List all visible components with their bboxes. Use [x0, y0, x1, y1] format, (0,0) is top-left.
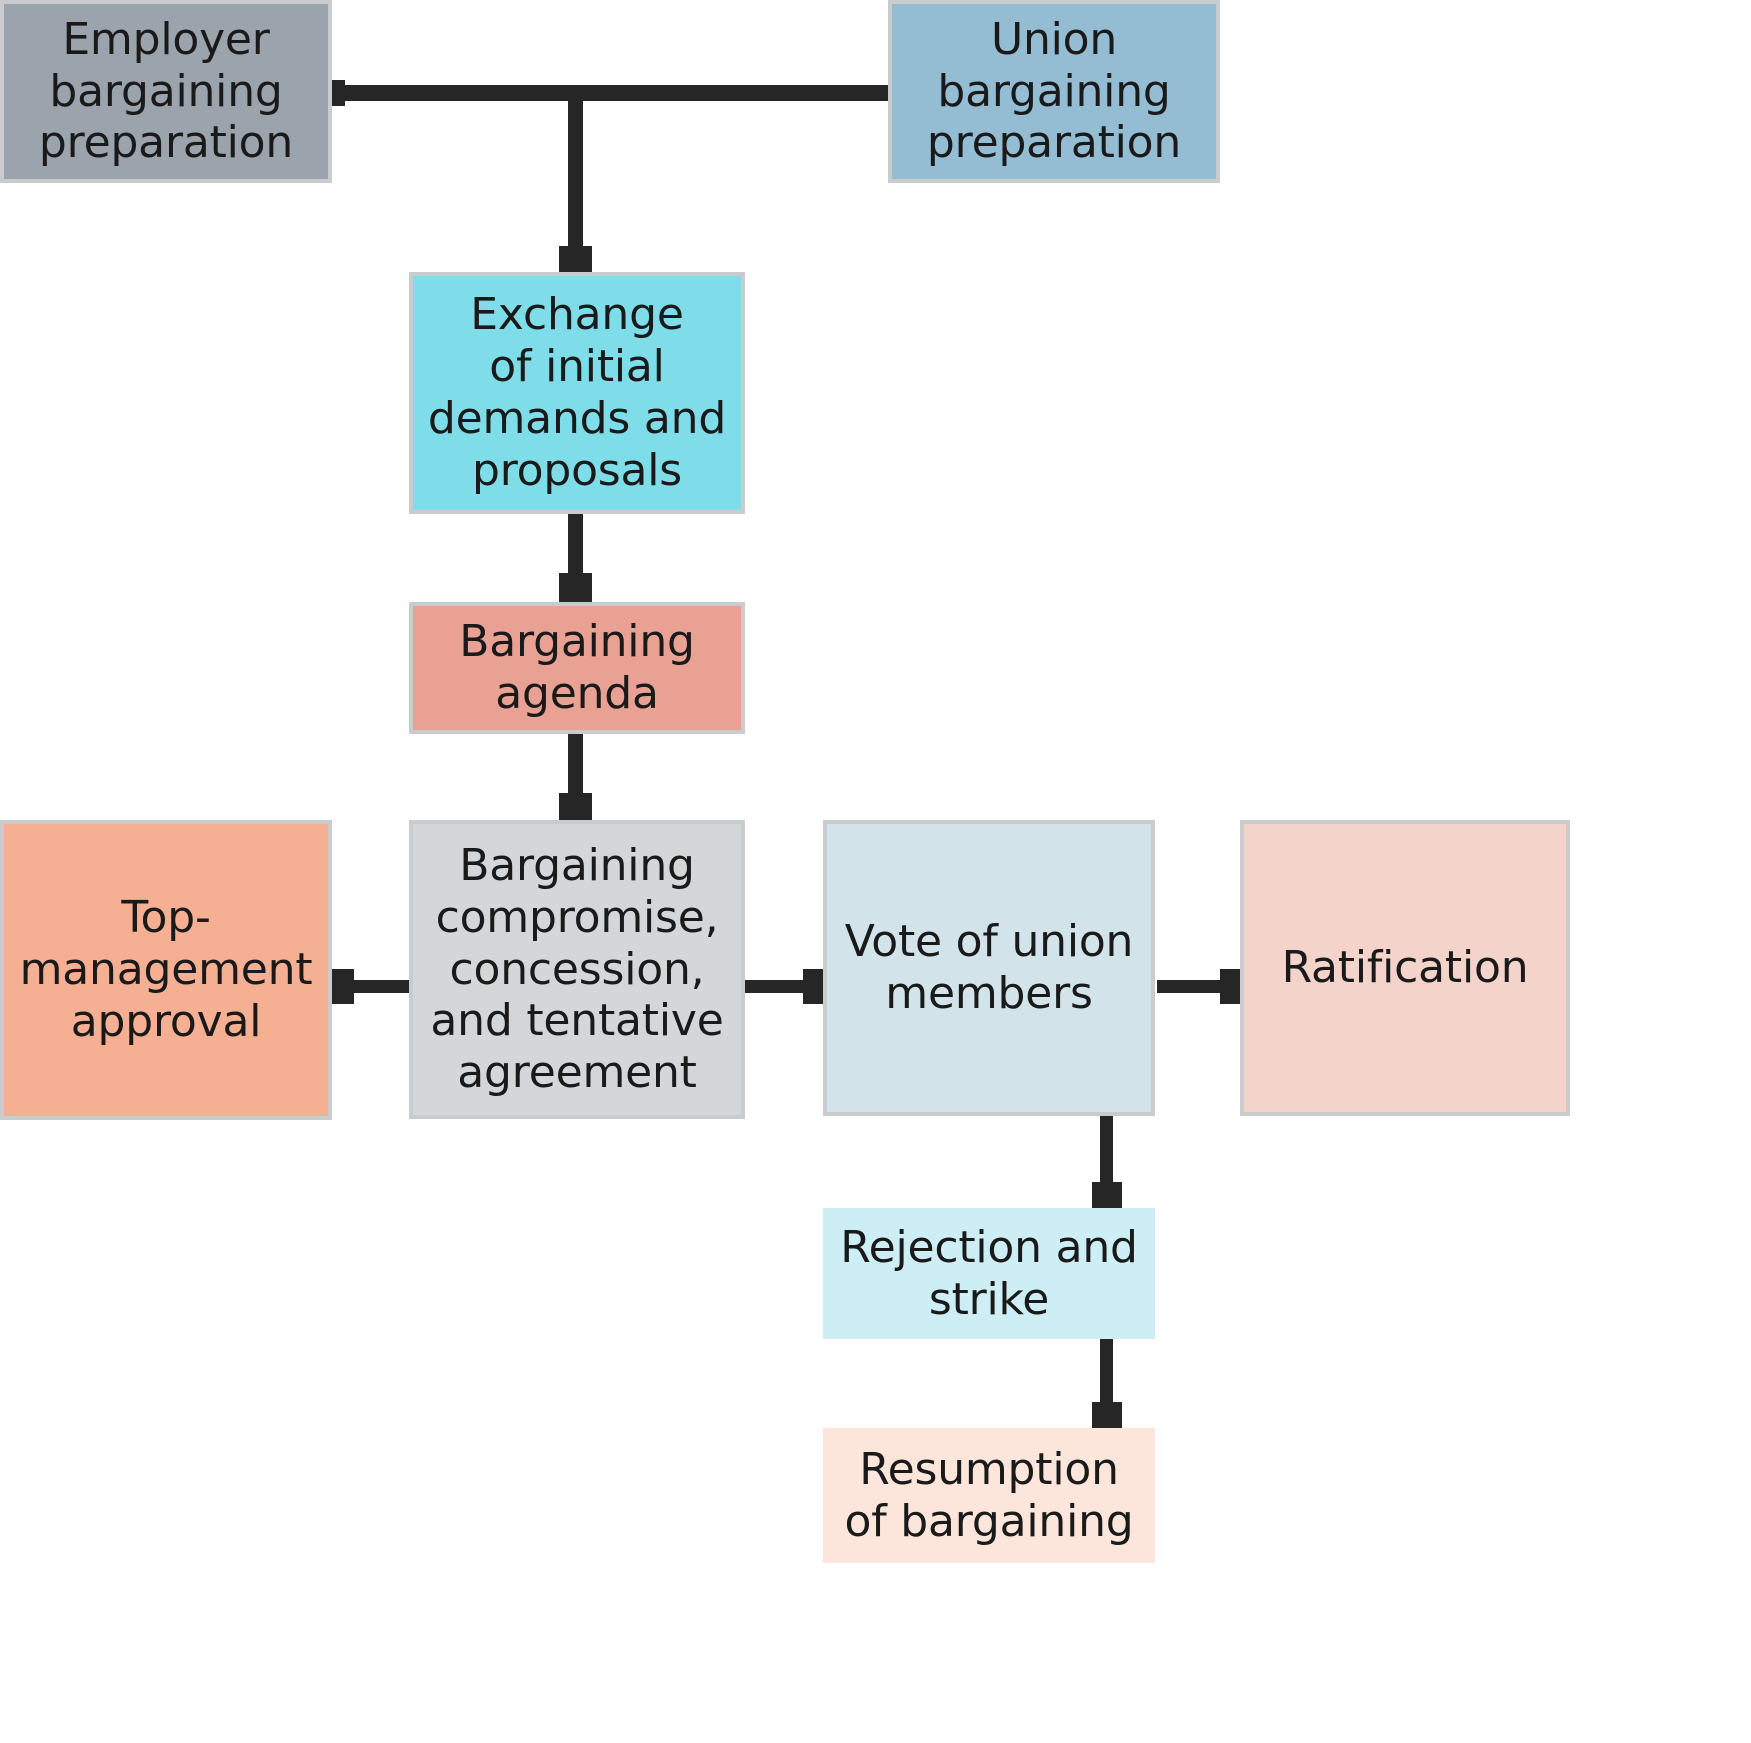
node-label: Top- management approval [19, 892, 313, 1047]
edge-employer-to-union-bus [338, 85, 890, 101]
arrowhead-to-bargaining-agenda [559, 573, 592, 602]
node-label: Vote of union members [844, 916, 1134, 1019]
arrowhead-to-resumption-of-bargaining [1092, 1402, 1122, 1429]
node-label: Bargaining agenda [459, 616, 695, 719]
node-employer-bargaining-preparation[interactable]: Employer bargaining preparation [0, 0, 332, 183]
node-label: Union bargaining preparation [926, 13, 1182, 169]
node-vote-of-union-members[interactable]: Vote of union members [823, 820, 1155, 1116]
node-label: Rejection and strike [840, 1221, 1138, 1325]
node-top-management-approval[interactable]: Top- management approval [0, 820, 332, 1120]
arrowhead-to-exchange-box [559, 246, 592, 273]
node-label: Employer bargaining preparation [38, 13, 294, 169]
node-label: Resumption of bargaining [844, 1443, 1134, 1547]
arrowhead-to-bargaining-compromise [559, 793, 592, 822]
node-bargaining-agenda[interactable]: Bargaining agenda [409, 602, 745, 734]
node-label: Ratification [1281, 942, 1529, 994]
edge-bus-to-exchange-line [568, 93, 583, 261]
edge-compromise-to-top-management-line [345, 980, 413, 993]
node-label: Exchange of initial demands and proposal… [427, 289, 727, 496]
node-exchange-of-initial-demands-and-proposals[interactable]: Exchange of initial demands and proposal… [409, 272, 745, 514]
node-rejection-and-strike[interactable]: Rejection and strike [823, 1208, 1155, 1339]
arrowhead-to-vote-of-union-members [803, 969, 825, 1004]
node-ratification[interactable]: Ratification [1240, 820, 1570, 1116]
node-resumption-of-bargaining[interactable]: Resumption of bargaining [823, 1428, 1155, 1563]
arrowhead-to-top-management-approval [332, 969, 354, 1004]
arrowhead-to-rejection-and-strike [1092, 1182, 1122, 1209]
arrowhead-to-ratification [1220, 969, 1242, 1004]
node-union-bargaining-preparation[interactable]: Union bargaining preparation [888, 0, 1220, 183]
edge-compromise-to-vote-line [745, 980, 815, 993]
node-label: Bargaining compromise, concession, and t… [430, 839, 724, 1099]
edge-vote-to-ratification-line [1157, 980, 1229, 993]
node-bargaining-compromise-concession-and-tentative-agreement[interactable]: Bargaining compromise, concession, and t… [409, 820, 745, 1119]
